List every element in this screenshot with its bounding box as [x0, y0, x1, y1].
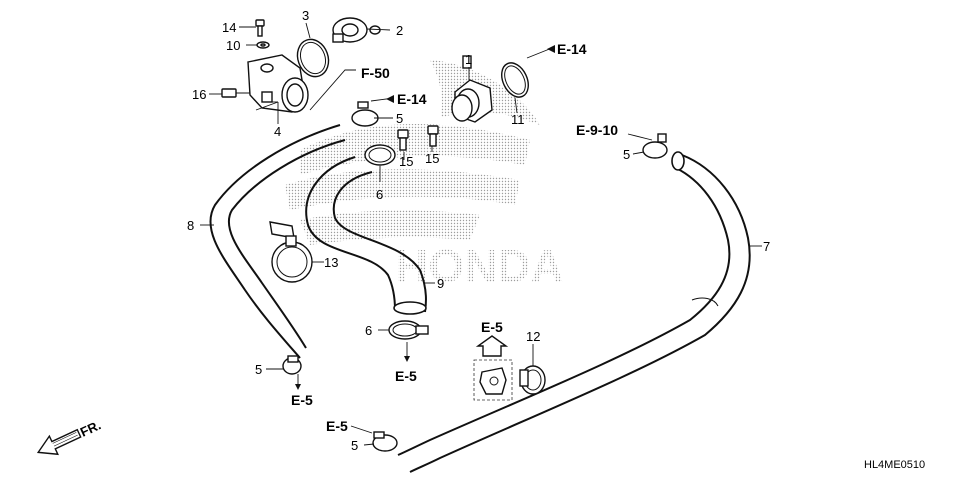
ref-e14-top: E-14 [557, 41, 587, 57]
leader-lines [200, 22, 762, 446]
ref-e14-mid: E-14 [397, 91, 427, 107]
arrow-e14-top [547, 45, 555, 53]
part-4-housing[interactable] [247, 54, 309, 113]
part-3-o-ring[interactable] [292, 35, 333, 81]
part-1-joint[interactable] [451, 55, 493, 123]
part-2-thermostat[interactable] [332, 17, 381, 43]
down-arrow-center [404, 342, 410, 362]
ref-e5-bottom: E-5 [326, 418, 348, 434]
part-10-washer[interactable] [256, 41, 270, 49]
label-10: 10 [226, 38, 240, 53]
e5-inset-box [473, 335, 513, 401]
honda-watermark-text: HONDA [395, 240, 564, 292]
label-12: 12 [526, 329, 540, 344]
part-5-clamp-bottom[interactable] [372, 431, 398, 452]
arrow-e14-mid [386, 95, 394, 103]
part-6-clamp-lower[interactable] [388, 320, 429, 340]
label-5-left: 5 [255, 362, 262, 377]
part-16-bolt[interactable] [221, 88, 252, 98]
ref-e5-center: E-5 [395, 368, 417, 384]
part-5-clamp-left[interactable] [282, 355, 302, 375]
label-13: 13 [324, 255, 338, 270]
hose-9[interactable] [305, 156, 427, 315]
front-direction-label: FR. [78, 417, 103, 439]
part-5-clamp-upper[interactable] [351, 101, 379, 127]
label-5-bottom: 5 [351, 438, 358, 453]
part-5-clamp-right[interactable] [642, 133, 668, 159]
label-2: 2 [396, 23, 403, 38]
label-1: 1 [465, 52, 472, 67]
part-15-bolt-right[interactable] [427, 125, 439, 147]
label-6-lower: 6 [365, 323, 372, 338]
label-14: 14 [222, 20, 236, 35]
ref-e5-box: E-5 [481, 319, 503, 335]
hose-8[interactable] [209, 124, 346, 359]
ref-e9-10: E-9-10 [576, 122, 618, 138]
down-arrow-left [295, 374, 301, 390]
label-16: 16 [192, 87, 206, 102]
part-6-clamp-upper[interactable] [364, 144, 396, 166]
label-5-upper: 5 [396, 111, 403, 126]
label-7: 7 [763, 239, 770, 254]
label-11: 11 [511, 112, 525, 127]
label-15-left: 15 [399, 154, 413, 169]
ref-e5-left: E-5 [291, 392, 313, 408]
label-9: 9 [437, 276, 444, 291]
front-direction-arrow: FR. [36, 417, 103, 456]
hose-7[interactable] [397, 151, 751, 473]
ref-f50: F-50 [361, 65, 390, 81]
part-14-bolt[interactable] [255, 19, 265, 37]
label-5-right: 5 [623, 147, 630, 162]
label-8: 8 [187, 218, 194, 233]
part-15-bolt-left[interactable] [397, 129, 409, 151]
part-12-clamp[interactable] [519, 365, 546, 395]
label-6-upper: 6 [376, 187, 383, 202]
part-11-o-ring[interactable] [497, 59, 534, 102]
label-15-right: 15 [425, 151, 439, 166]
label-3: 3 [302, 8, 309, 23]
label-4: 4 [274, 124, 281, 139]
diagram-code: HL4ME0510 [864, 459, 925, 471]
